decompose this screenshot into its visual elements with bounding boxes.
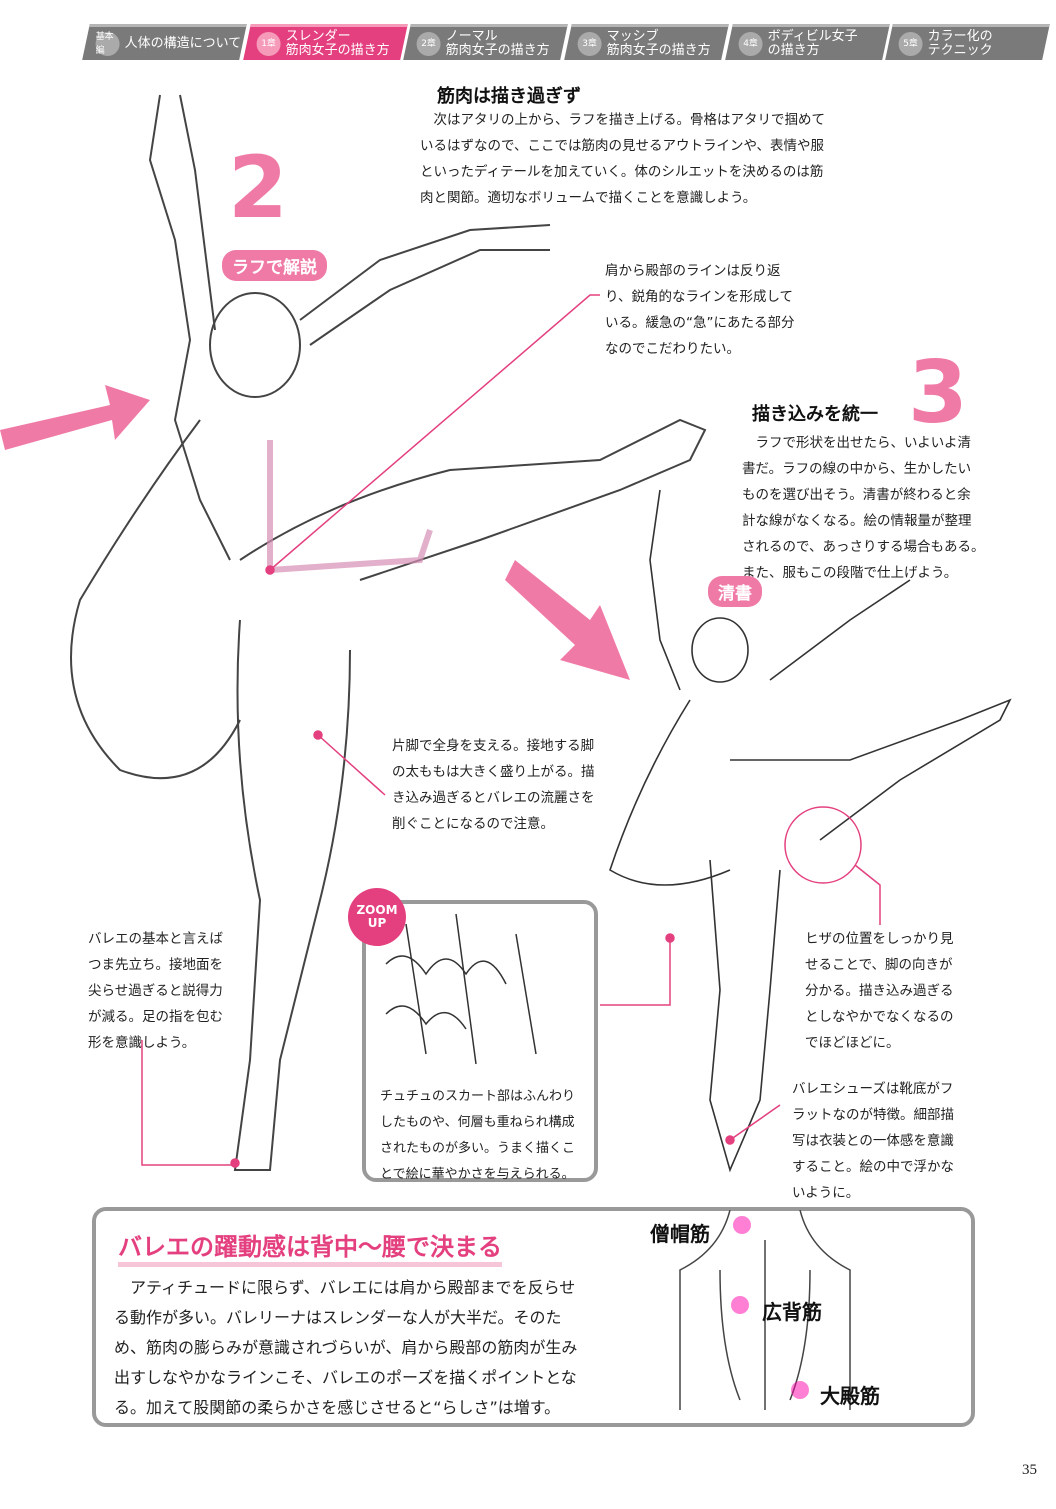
callout-leader-lines	[141, 294, 881, 1168]
zoom-up-badge: ZOOM UP	[348, 888, 406, 946]
clean-sketch-figure	[609, 489, 1012, 1173]
step-2-heading: 筋肉は描き過ぎず	[437, 86, 581, 107]
step-3-heading: 描き込みを統一	[752, 404, 878, 425]
step-3-number: 3	[908, 343, 968, 443]
back-line-highlight	[267, 440, 433, 574]
muscle-label-latissimus: 広背筋	[762, 1300, 822, 1324]
step-2-number: 2	[228, 138, 288, 238]
callout-knee: ヒザの位置をしっかり見 せることで、脚の向きが 分かる。描き込み過ぎる としなや…	[805, 931, 954, 1051]
step-2-tag: ラフで解説	[222, 250, 327, 281]
muscle-label-trapezius: 僧帽筋	[650, 1222, 710, 1246]
step-2-body: 次はアタリの上から、ラフを描き上げる。骨格はアタリで掴めて いるはずなので、ここ…	[420, 112, 825, 206]
summary-body: アティチュードに限らず、バレエには肩から殿部までを反らせ る動作が多い。バレリー…	[114, 1278, 578, 1417]
rough-sketch-figure	[70, 94, 707, 1171]
pink-arrows	[0, 385, 630, 680]
zoom-up-panel: チュチュのスカート部はふんわり したものや、何層も重ねられ構成 されたものが多い…	[362, 900, 598, 1182]
callout-shoes: バレエシューズは靴底がフ ラットなのが特徴。細部描 写は衣装との一体感を意識 す…	[792, 1081, 954, 1201]
arrow-down-right-icon	[505, 560, 630, 680]
gluteus-marker	[791, 1381, 809, 1399]
trapezius-marker	[733, 1216, 751, 1234]
summary-box: バレエの躍動感は背中〜腰で決まる アティチュードに限らず、バレエには肩から殿部ま…	[92, 1207, 975, 1427]
step-3-tag: 清書	[708, 576, 762, 607]
step-3-body: ラフで形状を出せたら、いよいよ清 書だ。ラフの線の中から、生かしたい ものを選び…	[742, 435, 985, 581]
summary-title: バレエの躍動感は背中〜腰で決まる	[118, 1227, 502, 1267]
arrow-right-icon	[0, 385, 150, 450]
muscle-label-gluteus: 大殿筋	[820, 1384, 880, 1408]
back-muscles-diagram	[679, 1210, 851, 1410]
callout-toe: バレエの基本と言えば つま先立ち。接地面を 尖らせ過ぎると説得力 が減る。足の指…	[88, 931, 223, 1051]
callout-leg: 片脚で全身を支える。接地する脚 の太ももは大きく盛り上がる。描 き込み過ぎるとバ…	[392, 738, 595, 832]
latissimus-marker	[731, 1296, 749, 1314]
callout-tutu: チュチュのスカート部はふんわり したものや、何層も重ねられ構成 されたものが多い…	[380, 1089, 576, 1182]
page-number: 35	[1022, 1462, 1037, 1478]
callout-shoulder: 肩から殿部のラインは反り返 り、鋭角的なラインを形成して いる。緩急の“急”にあ…	[605, 263, 795, 357]
tutu-closeup-sketch	[385, 913, 537, 1065]
